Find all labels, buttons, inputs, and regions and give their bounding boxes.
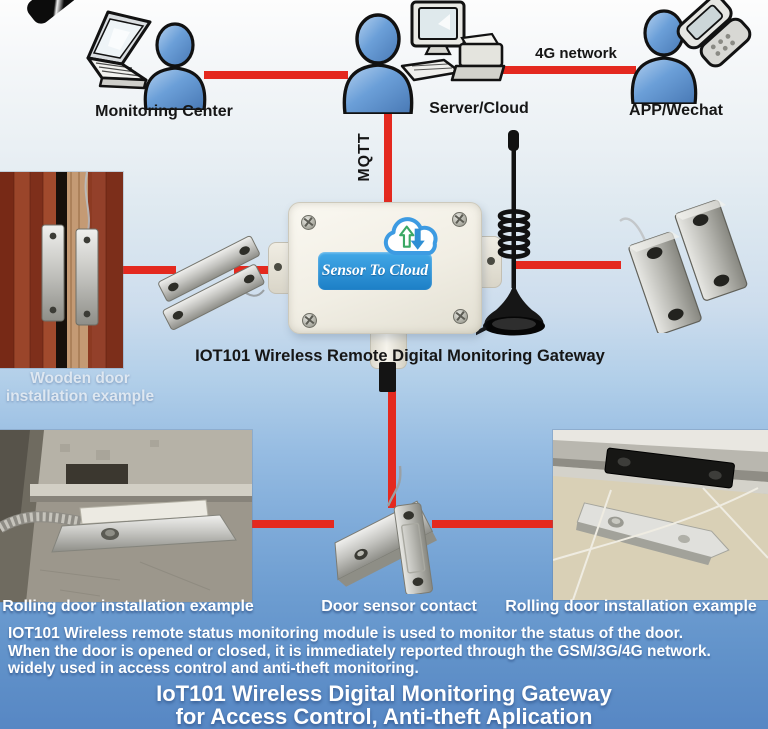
link-monitoring-server — [204, 71, 348, 79]
wooden-door-photo — [0, 172, 123, 368]
caption-wooden-door: Wooden door installation example — [0, 370, 168, 406]
title-line-2: for Access Control, Anti-theft Aplicatio… — [175, 704, 593, 729]
title-line-1: IoT101 Wireless Digital Monitoring Gatew… — [156, 681, 612, 706]
person-app-icon — [630, 9, 698, 104]
sensor-to-cloud-logo-icon — [383, 217, 438, 255]
gateway-screw-br — [453, 309, 468, 324]
label-monitoring-center: Monitoring Center — [95, 103, 233, 120]
gateway-brand-label: Sensor To Cloud — [318, 252, 432, 290]
laptop-icon — [86, 10, 152, 90]
caption-wooden-door-line2: installation example — [5, 388, 155, 405]
door-sensor-pair-left — [158, 235, 265, 330]
person-monitoring-icon — [143, 22, 207, 110]
door-sensor-pair-right — [619, 199, 748, 333]
rolling-door-photo-left — [0, 430, 252, 602]
gateway-screw-bl — [302, 313, 317, 328]
link-server-app — [496, 66, 636, 74]
gateway-ear-left-hole — [274, 263, 282, 271]
link-sensor-gateway-left — [234, 266, 292, 274]
label-4g-network: 4G network — [535, 45, 617, 62]
link-contact-rolling-right — [432, 520, 554, 528]
description-line-3: widely used in access control and anti-t… — [8, 660, 419, 677]
link-antenna-sensor-right — [513, 261, 621, 269]
caption-wooden-door-line1: Wooden door — [30, 370, 130, 387]
caption-rolling-right: Rolling door installation example — [505, 598, 757, 615]
description-line-2: When the door is opened or closed, it is… — [8, 642, 711, 660]
label-app-wechat: APP/Wechat — [629, 102, 723, 119]
gateway-screw-tr — [452, 212, 467, 227]
gateway-cable-connector — [379, 362, 396, 392]
rolling-door-photo-right — [553, 430, 768, 600]
link-rolling-left-contact — [246, 520, 334, 528]
link-server-gateway — [384, 108, 392, 204]
caption-rolling-left: Rolling door installation example — [2, 598, 254, 615]
gateway-brand-text: Sensor To Cloud — [321, 262, 429, 279]
mobile-phone-icon — [676, 0, 752, 68]
page-title: IoT101 Wireless Digital Monitoring Gatew… — [0, 682, 768, 728]
description-line-1: IOT101 Wireless remote status monitoring… — [8, 625, 684, 642]
door-sensor-contact — [334, 465, 437, 594]
server-computer-icon — [400, 0, 506, 82]
caption-door-sensor: Door sensor contact — [321, 598, 477, 615]
antenna-icon — [476, 130, 545, 336]
link-wooden-sensor — [118, 266, 176, 274]
gateway-ear-right-hole — [487, 257, 495, 265]
label-mqtt: MQTT — [356, 132, 373, 182]
person-server-icon — [342, 13, 414, 114]
label-server-cloud: Server/Cloud — [429, 100, 529, 117]
description-text: IOT101 Wireless remote status monitoring… — [8, 625, 766, 678]
caption-gateway: IOT101 Wireless Remote Digital Monitorin… — [195, 347, 605, 365]
link-gateway-door-sensor — [388, 390, 396, 508]
gateway-screw-tl — [301, 215, 316, 230]
